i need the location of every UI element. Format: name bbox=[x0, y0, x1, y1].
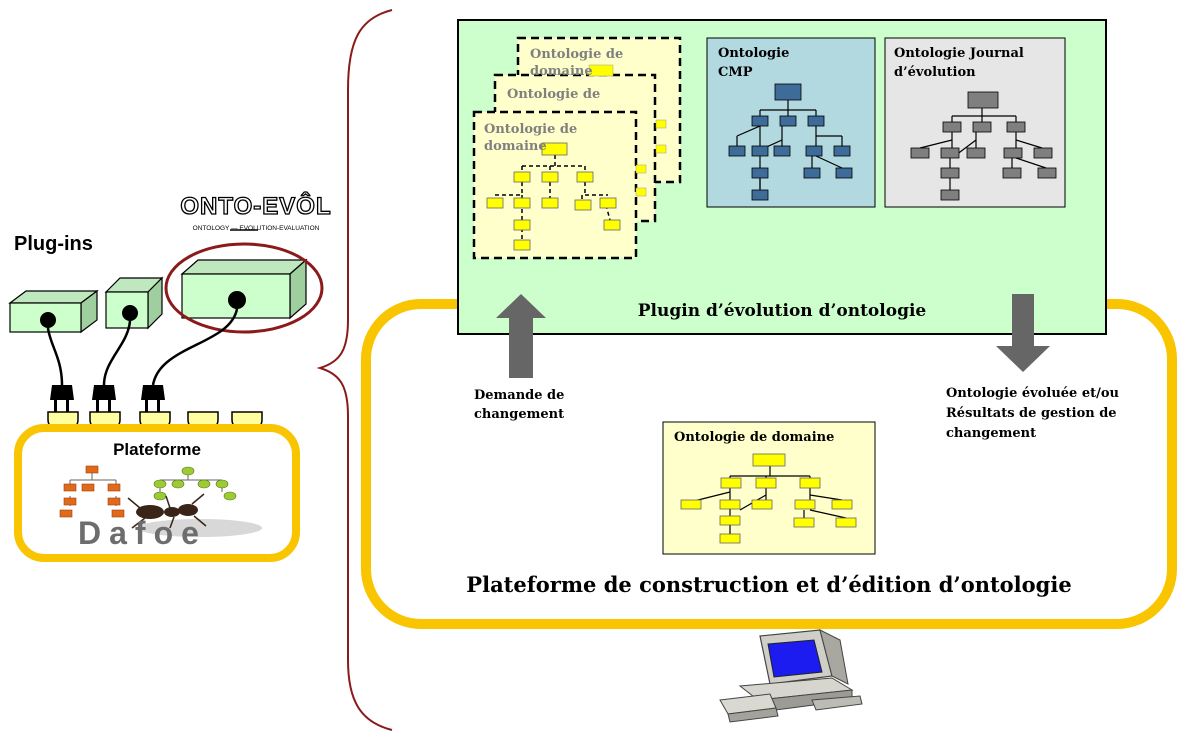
stacked-doc-middle-title: Ontologie de domaine bbox=[507, 87, 601, 102]
onto-evol-logo-main: ONTO-EVÔL bbox=[180, 193, 332, 220]
result-label-line2: Résultats de gestion de bbox=[946, 406, 1117, 421]
computer-icon bbox=[719, 629, 863, 723]
plugin-box-2 bbox=[104, 276, 164, 330]
stacked-doc-front-title: Ontologie de domaine bbox=[484, 122, 578, 154]
result-label-line3: changement bbox=[946, 426, 1037, 441]
onto-evol-logo-sub: ONTOLOGY — EVOLUTION-EVALUATION bbox=[192, 225, 320, 232]
plugins-title: Plug-ins bbox=[14, 233, 93, 255]
journal-tree bbox=[919, 108, 1047, 192]
plugin-title: Plugin d’évolution d’ontologie bbox=[637, 301, 927, 321]
curly-brace bbox=[316, 9, 393, 731]
platform-title: Plateforme de construction et d’édition … bbox=[466, 572, 1072, 597]
dafoe-logo-text: Dafoe bbox=[78, 515, 207, 551]
stacked-doc-front bbox=[472, 110, 638, 260]
journal-title-line2: d’évolution bbox=[894, 65, 976, 80]
request-arrow-up bbox=[496, 294, 546, 378]
onto-evol-logo bbox=[171, 198, 339, 231]
plugin-box-1 bbox=[8, 289, 99, 334]
cmp-tree bbox=[736, 100, 843, 190]
result-label-line1: Ontologie évoluée et/ou bbox=[946, 386, 1119, 401]
dafoe-graphic bbox=[59, 465, 262, 537]
journal-title-line1: Ontologie Journal bbox=[894, 46, 1024, 61]
cables bbox=[46, 308, 239, 386]
highlight-ellipse bbox=[164, 242, 324, 334]
stacked-doc-back-title: Ontologie de domaine bbox=[530, 47, 624, 79]
cmp-title-line2: CMP bbox=[718, 65, 753, 80]
result-arrow-down bbox=[996, 294, 1050, 372]
request-label-line1: Demande de bbox=[474, 388, 565, 403]
platform-domain-box-title: Ontologie de domaine bbox=[674, 430, 835, 445]
cmp-title-line1: Ontologie bbox=[718, 46, 790, 61]
plateforme-label: Plateforme bbox=[113, 440, 201, 459]
plugin-box-3 bbox=[180, 258, 308, 320]
request-label-line2: changement bbox=[474, 407, 565, 422]
plugs bbox=[50, 385, 165, 414]
front-doc-tree bbox=[495, 155, 611, 240]
